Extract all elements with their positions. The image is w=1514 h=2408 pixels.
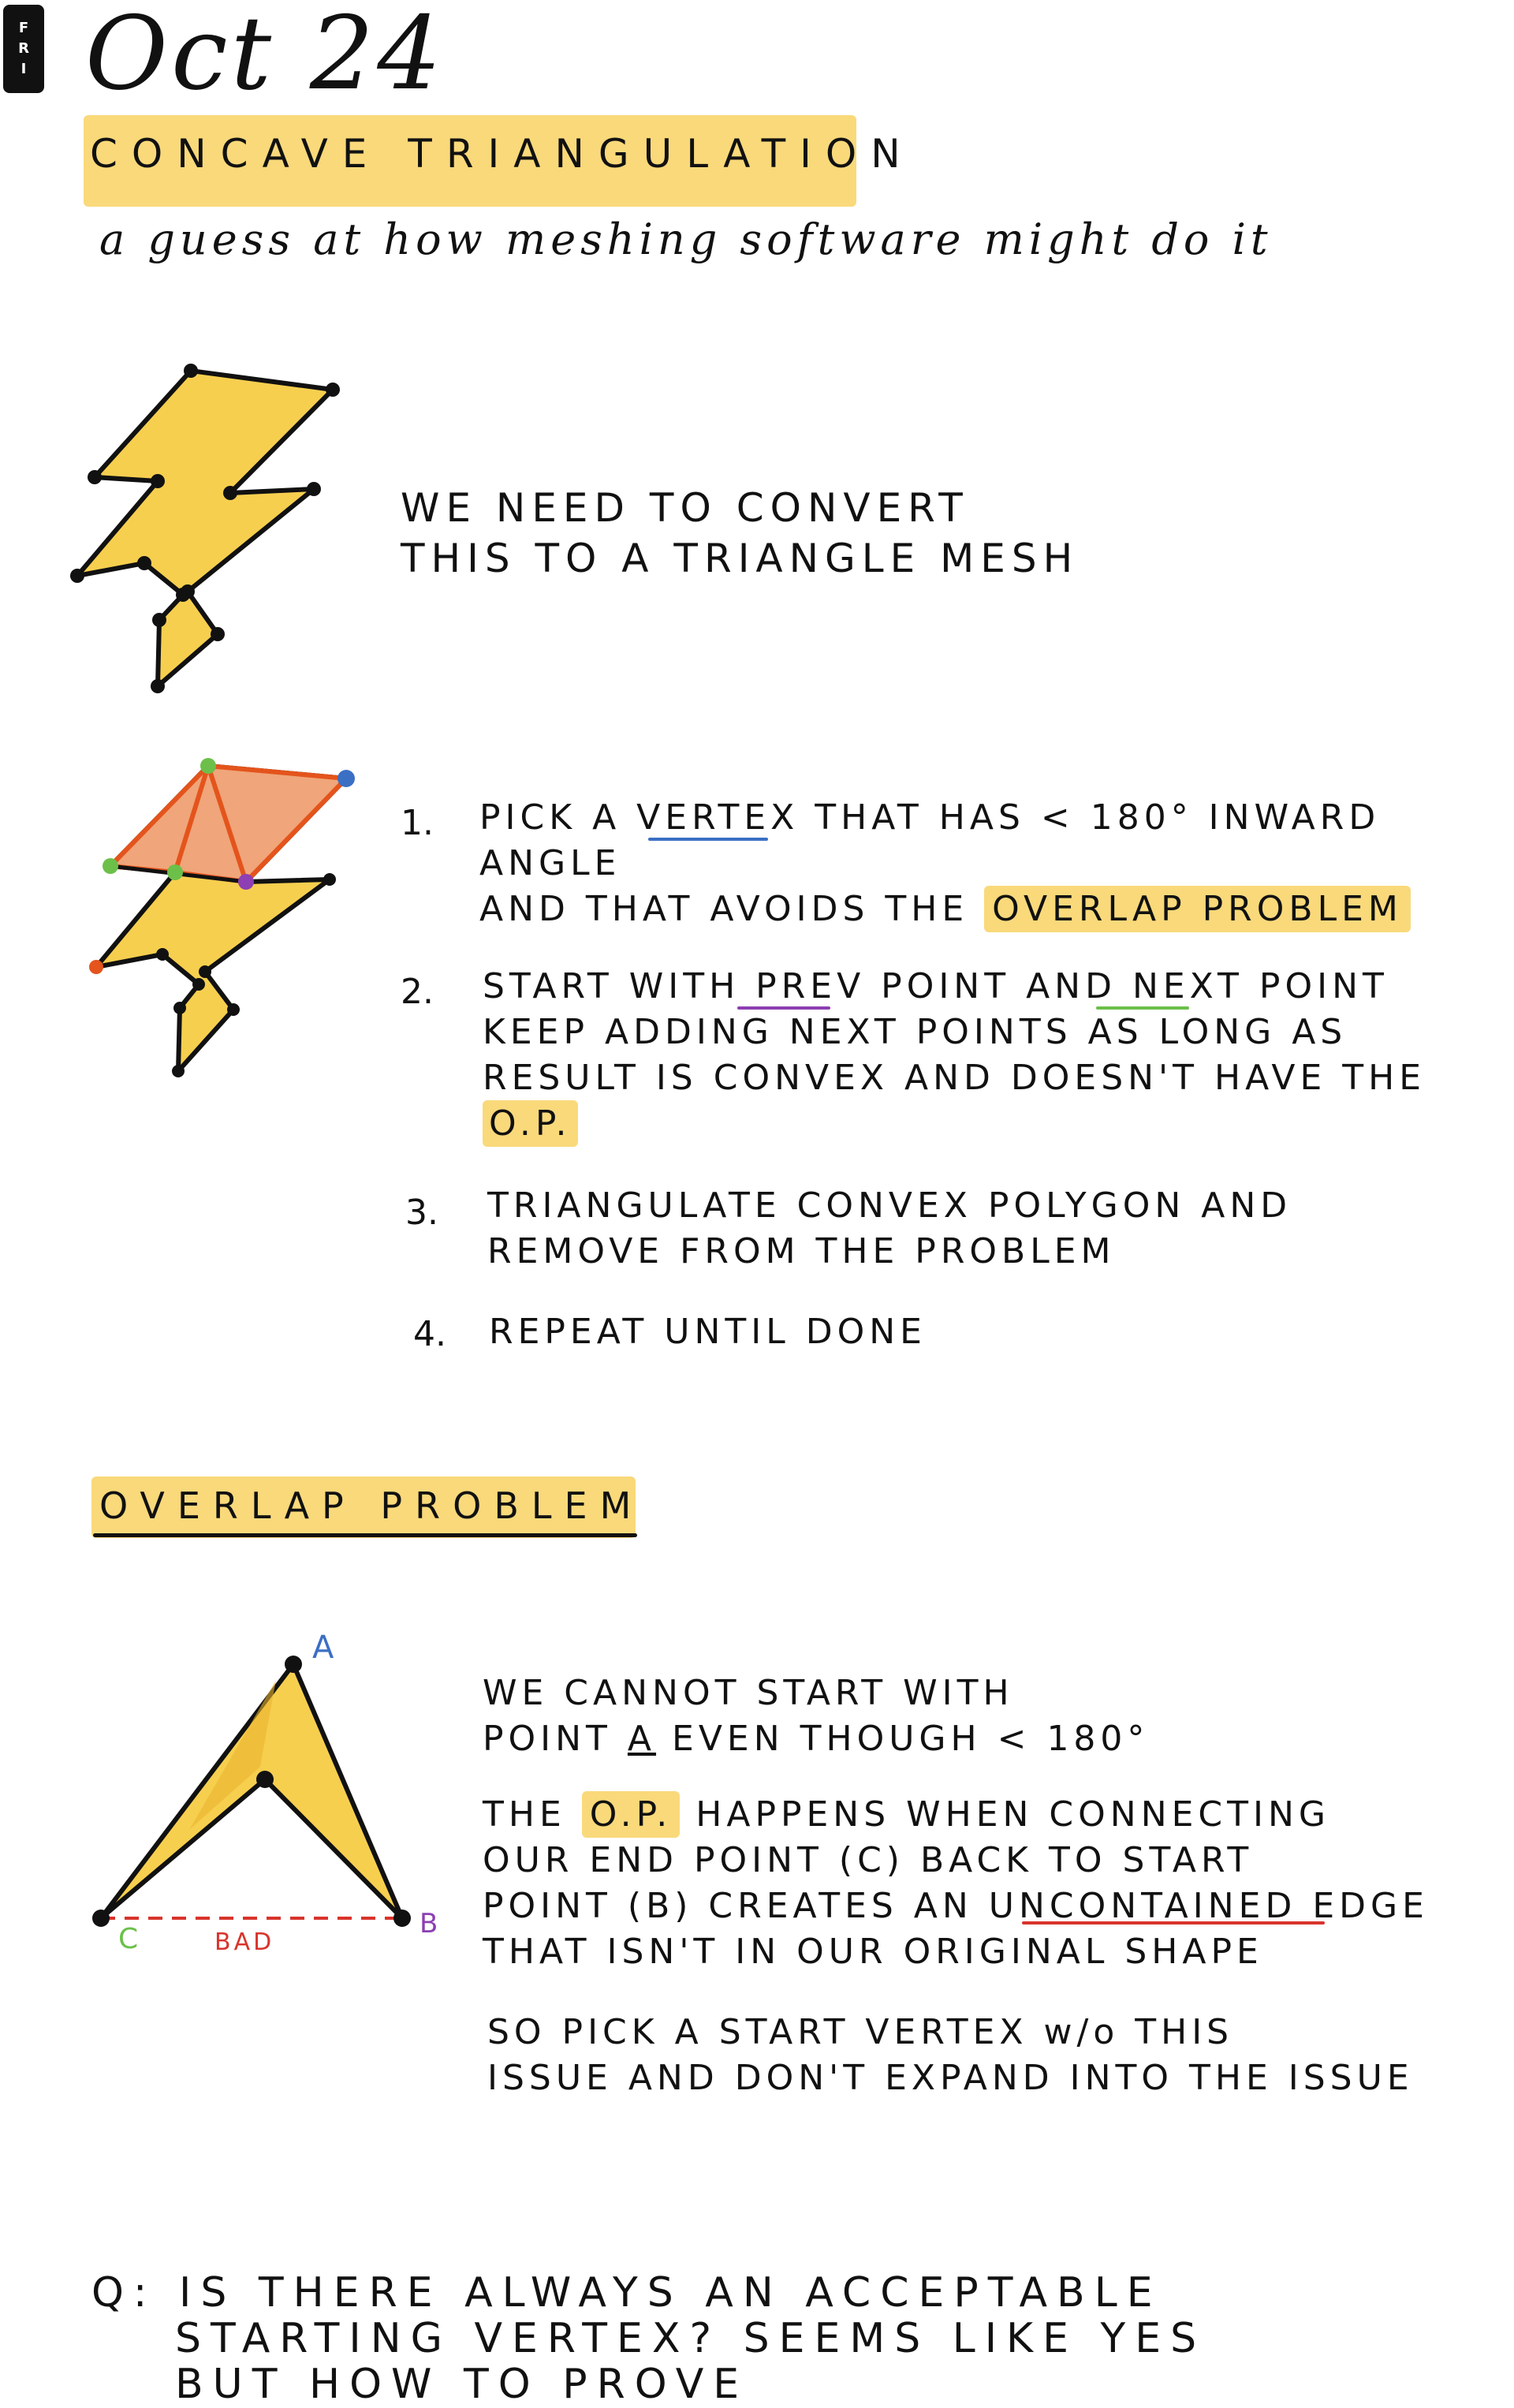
step-3-line-2: REMOVE FROM THE PROBLEM	[487, 1231, 1116, 1271]
step-1-text-b: THAT HAS < 180° INWARD ANGLE	[479, 797, 1381, 883]
step-1-line-2: AND THAT AVOIDS THE OVERLAP PROBLEM	[479, 886, 1514, 932]
op-p2-line-4: THAT ISN'T IN OUR ORIGINAL SHAPE	[483, 1932, 1263, 1972]
op-p1-text-a: POINT	[483, 1719, 628, 1759]
uncontained-underlined: UNCONTAINED	[988, 1886, 1297, 1926]
step-2-text-c: POINT	[1243, 966, 1389, 1006]
shape-shading	[189, 1680, 276, 1830]
op-p1-line-2: POINT A EVEN THOUGH < 180°	[483, 1716, 1149, 1762]
op-p1-text-b: EVEN THOUGH < 180°	[656, 1719, 1150, 1759]
date-title: Oct 24	[85, 0, 445, 113]
polygon-shape	[75, 368, 335, 689]
op-p2-line-3: POINT (B) CREATES AN UNCONTAINED EDGE	[483, 1883, 1429, 1929]
op-p2-text-b: HAPPENS WHEN CONNECTING	[680, 1794, 1330, 1835]
intro-text: WE NEED TO CONVERT THIS TO A TRIANGLE ME…	[401, 483, 1079, 584]
tab-letter-r: R	[18, 40, 29, 57]
op-p3-line-1: SO PICK A START VERTEX w/o THIS	[487, 2012, 1234, 2052]
question-block: Q: IS THERE ALWAYS AN ACCEPTABLE STARTIN…	[91, 2270, 1206, 2407]
overlap-diagram: A B C BAD	[92, 1630, 438, 1956]
prev-underlined: PREV	[755, 966, 866, 1006]
step-2-text-a: START WITH	[483, 966, 756, 1006]
page-heading: CONCAVE TRIANGULATION	[90, 131, 915, 177]
question-line-2: STARTING VERTEX? SEEMS LIKE YES	[175, 2315, 1206, 2362]
op-p3-line-2: ISSUE AND DON'T EXPAND INTO THE ISSUE	[487, 2058, 1414, 2098]
op-p2-line-2: OUR END POINT (C) BACK TO START	[483, 1840, 1254, 1880]
op-paragraph-2: THE O.P. HAPPENS WHEN CONNECTING OUR END…	[483, 1791, 1429, 1975]
step-2-text-b: POINT AND	[865, 966, 1132, 1006]
overlap-heading-rule	[93, 1533, 637, 1537]
tab-letter-i: I	[21, 61, 27, 77]
op-highlight-2: O.P.	[581, 1791, 681, 1838]
point-a-underlined: A	[627, 1719, 657, 1759]
step-3-line-1: TRIANGULATE CONVEX POLYGON AND	[487, 1185, 1292, 1226]
overlap-heading: OVERLAP PROBLEM	[99, 1484, 644, 1527]
step-4-number: 4.	[413, 1314, 446, 1354]
triangle-edges	[173, 765, 248, 883]
op-paragraph-3: SO PICK A START VERTEX w/o THIS ISSUE AN…	[487, 2010, 1414, 2101]
vertex-inner	[256, 1771, 274, 1788]
vertex-a	[285, 1656, 302, 1673]
step-1-text-a: PICK A	[479, 797, 637, 838]
vertex-underlined: VERTEX	[636, 797, 800, 838]
step-3-text: TRIANGULATE CONVEX POLYGON AND REMOVE FR…	[487, 1183, 1292, 1275]
step-2-line-3: RESULT IS CONVEX AND DOESN'T HAVE THE O.…	[483, 1055, 1514, 1147]
op-highlight: O.P.	[483, 1100, 578, 1147]
op-p2-text-d: EDGE	[1296, 1886, 1429, 1926]
label-b: B	[420, 1908, 438, 1939]
step-1-line-1: PICK A VERTEX THAT HAS < 180° INWARD ANG…	[479, 795, 1514, 887]
vertex-b	[393, 1910, 411, 1927]
label-bad: BAD	[214, 1928, 274, 1956]
step-2-line-2: KEEP ADDING NEXT POINTS AS LONG AS	[483, 1012, 1348, 1052]
step-2-text: START WITH PREV POINT AND NEXT POINT KEE…	[483, 964, 1514, 1147]
step-1-text: PICK A VERTEX THAT HAS < 180° INWARD ANG…	[479, 795, 1514, 932]
triangulation-drawing	[89, 758, 355, 1077]
question-line-3: BUT HOW TO PROVE	[175, 2361, 749, 2408]
step-4-text: REPEAT UNTIL DONE	[489, 1312, 927, 1352]
next-underlined: NEXT	[1132, 966, 1244, 1006]
prev-underline	[737, 1006, 830, 1010]
overlap-problem-highlight: OVERLAP PROBLEM	[984, 886, 1411, 932]
step-2-number: 2.	[401, 972, 434, 1012]
label-a: A	[312, 1630, 334, 1666]
heading-highlight	[84, 115, 856, 207]
polygon-vertices	[70, 364, 340, 693]
step-3-number: 3.	[405, 1193, 438, 1233]
step-1-number: 1.	[401, 803, 434, 843]
step-2-line-1: START WITH PREV POINT AND NEXT POINT	[483, 964, 1514, 1010]
step-2-line-3-text: RESULT IS CONVEX AND DOESN'T HAVE THE	[483, 1058, 1426, 1098]
intro-line-1: WE NEED TO CONVERT	[401, 485, 969, 531]
tab-letter-f: F	[18, 20, 29, 36]
vertex-underline	[648, 838, 768, 841]
lightning-polygon-drawing	[70, 364, 340, 693]
label-c: C	[118, 1923, 138, 1955]
intro-line-2: THIS TO A TRIANGLE MESH	[401, 536, 1080, 581]
op-p2-text-a: THE	[483, 1794, 582, 1835]
step-1-line-2-text: AND THAT AVOIDS THE	[479, 889, 985, 929]
op-p2-line-1: THE O.P. HAPPENS WHEN CONNECTING	[483, 1791, 1429, 1838]
op-paragraph-1: WE CANNOT START WITH POINT A EVEN THOUGH…	[483, 1671, 1149, 1762]
uncontained-underline	[1022, 1921, 1325, 1925]
day-tab: F R I	[3, 5, 44, 93]
arrow-shape	[99, 1662, 405, 1921]
page-subtitle: a guess at how meshing software might do…	[99, 215, 1273, 264]
op-p1-line-1: WE CANNOT START WITH	[483, 1673, 1014, 1713]
vertex-c	[92, 1910, 110, 1927]
op-p2-text-c: POINT (B) CREATES AN	[483, 1886, 989, 1926]
overlap-heading-highlight	[91, 1477, 636, 1538]
triangulation-vertices	[89, 758, 355, 1077]
question-line-1: Q: IS THERE ALWAYS AN ACCEPTABLE	[91, 2269, 1162, 2317]
next-underline	[1096, 1006, 1189, 1010]
